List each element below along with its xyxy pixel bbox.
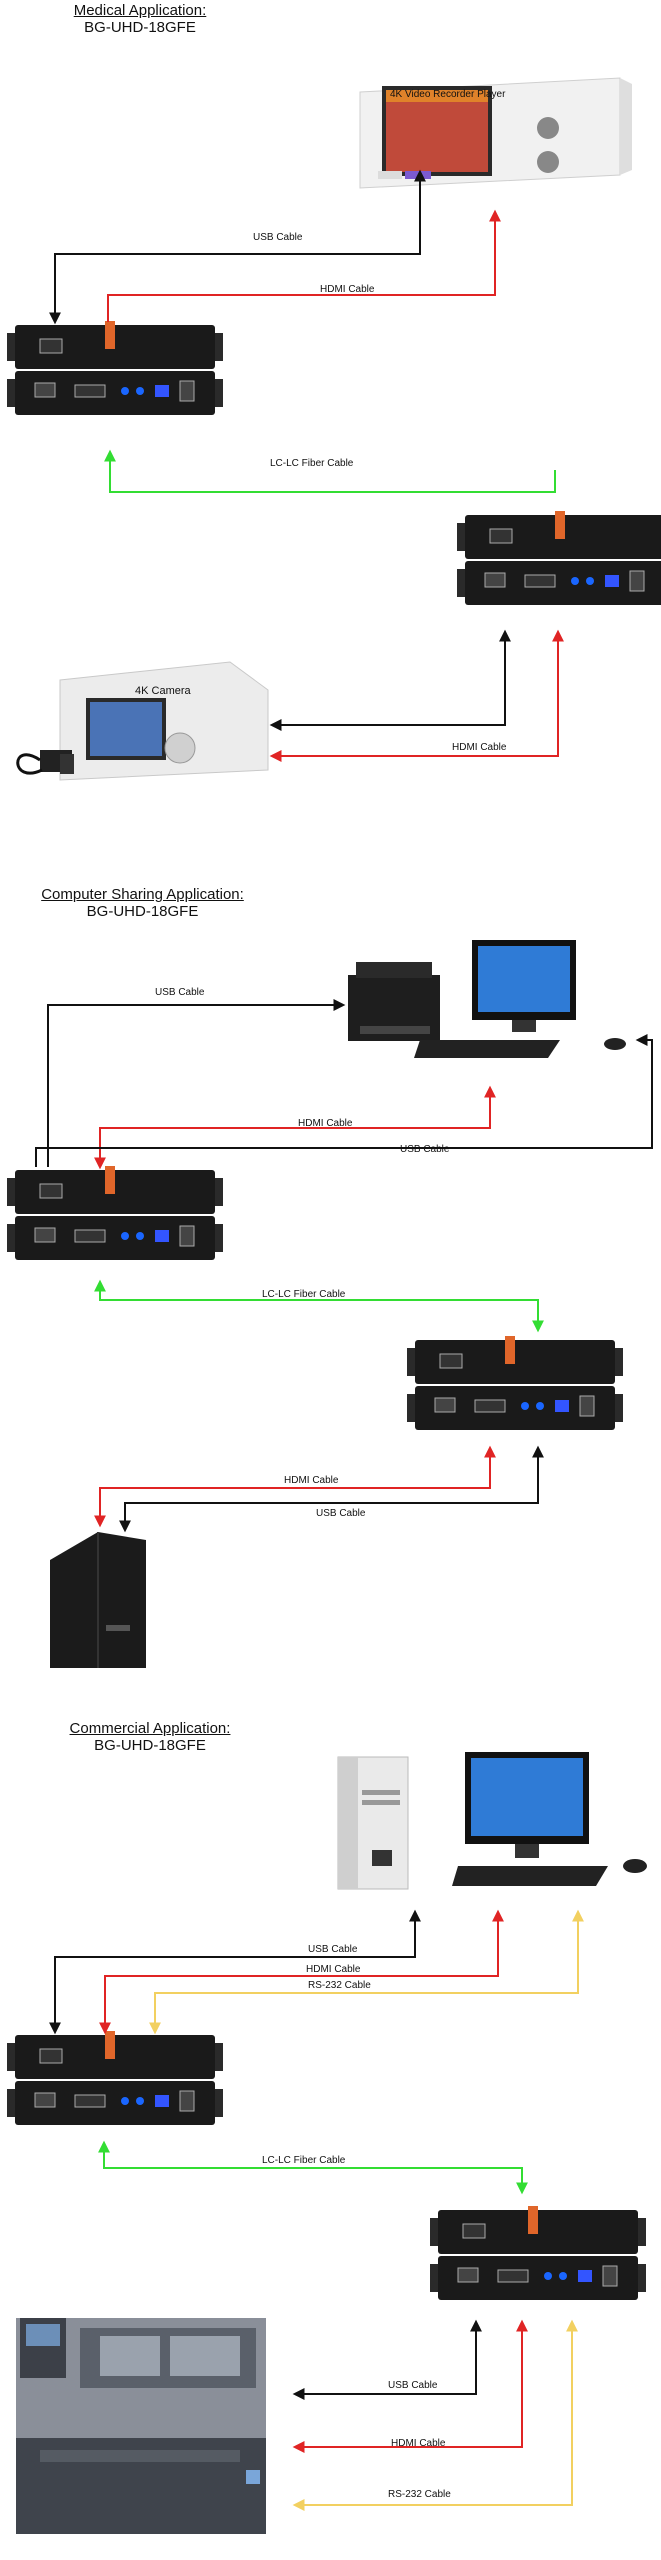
cable-label-usb: USB Cable <box>316 1508 366 1519</box>
cable-label-usb: USB Cable <box>253 232 303 243</box>
section-title: Medical Application: <box>73 2 207 19</box>
extender-transmitter <box>6 2030 224 2126</box>
commercial-title: Commercial Application: BG-UHD-18GFE <box>40 1720 260 1754</box>
cable-label-fiber: LC-LC Fiber Cable <box>270 458 354 469</box>
extender-transmitter <box>6 1165 224 1261</box>
recorder-label: 4K Video Recorder Player <box>390 89 506 100</box>
cable-label-usb: USB Cable <box>400 1144 450 1155</box>
section-subtitle: BG-UHD-18GFE <box>94 1737 206 1754</box>
cable-label-hdmi: HDMI Cable <box>452 742 507 753</box>
camera-label: 4K Camera <box>135 685 192 697</box>
cable-label-usb: USB Cable <box>388 2380 438 2391</box>
cable-label-hdmi: HDMI Cable <box>284 1475 339 1486</box>
section-title: Commercial Application: <box>69 1720 231 1737</box>
section-title: Computer Sharing Application: <box>41 886 244 903</box>
section-subtitle: BG-UHD-18GFE <box>86 903 199 920</box>
computer-sharing-title: Computer Sharing Application: BG-UHD-18G… <box>20 886 265 920</box>
cable-label-hdmi: HDMI Cable <box>320 284 375 295</box>
computer-monitor <box>414 940 626 1058</box>
cable-label-hdmi: HDMI Cable <box>391 2438 446 2449</box>
desktop-tower <box>337 1756 409 1890</box>
section-subtitle: BG-UHD-18GFE <box>84 19 196 36</box>
tower-computer <box>50 1532 146 1668</box>
extender-transmitter <box>6 320 224 416</box>
printer <box>348 962 440 1041</box>
cable-label-hdmi: HDMI Cable <box>306 1964 361 1975</box>
extender-receiver <box>429 2205 647 2301</box>
medical-title: Medical Application: BG-UHD-18GFE <box>60 2 220 36</box>
cable-label-hdmi: HDMI Cable <box>298 1118 353 1129</box>
video-recorder-player: 4K Video Recorder Player <box>359 77 632 189</box>
cable-label-fiber: LC-LC Fiber Cable <box>262 1289 346 1300</box>
computer-monitor <box>452 1752 647 1886</box>
cable-label-rs232: RS-232 Cable <box>308 1980 371 1991</box>
extender-receiver <box>406 1335 624 1431</box>
cable-label-rs232: RS-232 Cable <box>388 2489 451 2500</box>
cnc-machine <box>16 2318 266 2534</box>
extender-receiver <box>456 510 661 606</box>
cable-label-usb: USB Cable <box>308 1944 358 1955</box>
cable-label-fiber: LC-LC Fiber Cable <box>262 2155 346 2166</box>
camera-unit: 4K Camera <box>16 661 269 781</box>
cable-label-usb: USB Cable <box>155 987 205 998</box>
